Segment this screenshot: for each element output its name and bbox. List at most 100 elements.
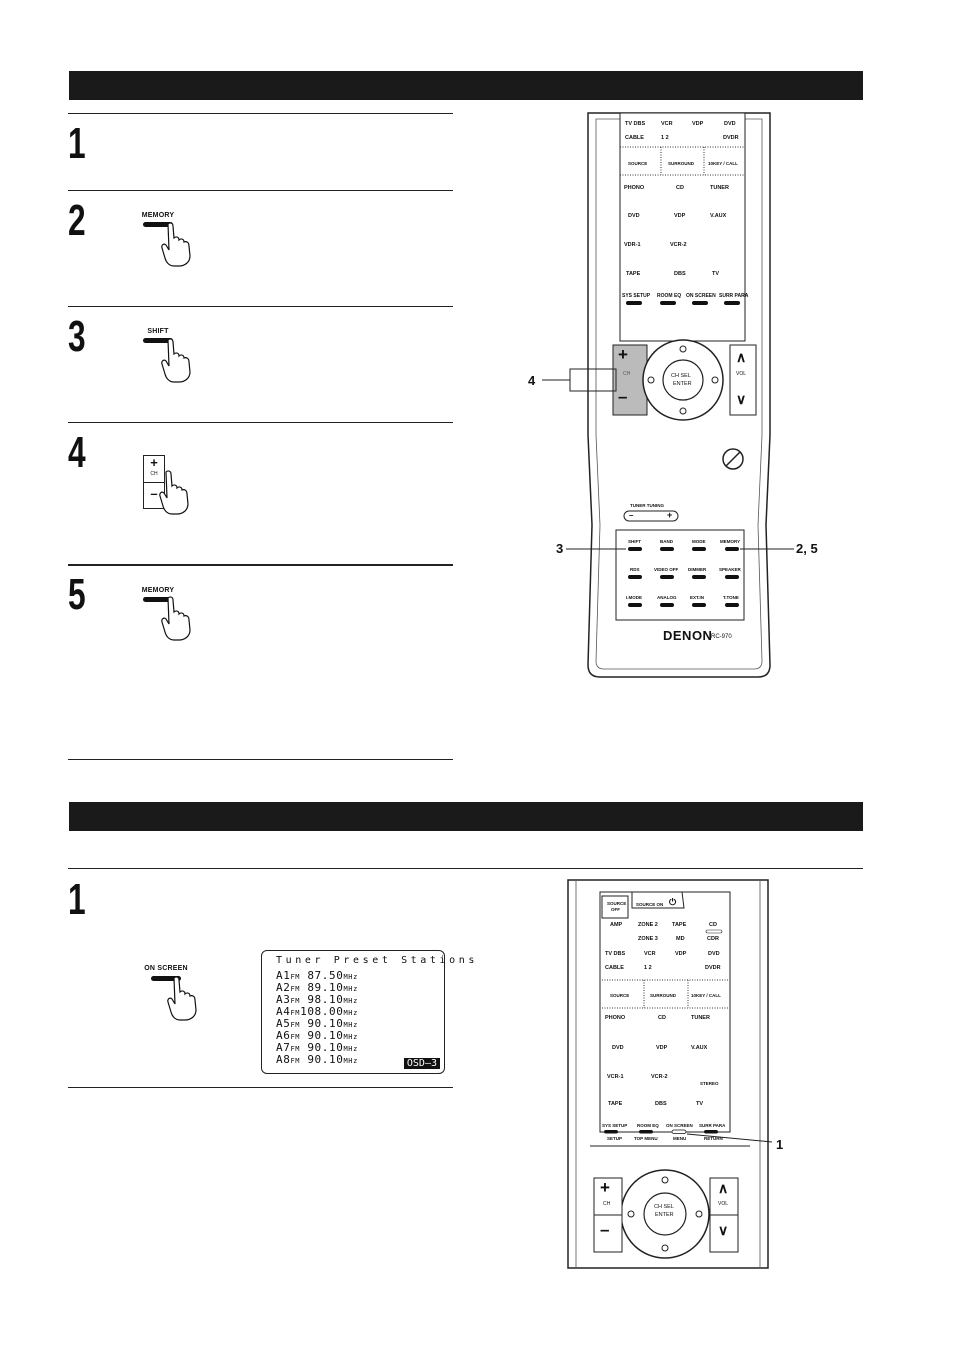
vol-up-button[interactable]: ∧ [718, 1180, 729, 1196]
source-label: VDP [692, 121, 704, 127]
step-number: 1 [68, 875, 86, 924]
callout-shift: 3 [556, 541, 564, 556]
hand-press-icon [161, 222, 191, 267]
osd-row: A4FM108.00MHz [276, 1005, 358, 1018]
enter-button[interactable]: ENTER [673, 381, 692, 387]
vol-down-button[interactable]: ∨ [736, 391, 747, 407]
brand-logo: DENON [663, 628, 713, 643]
setup-label: ON SCREEN [686, 293, 716, 299]
tuning-minus-button[interactable]: – [629, 511, 634, 520]
source-label: DVD [724, 121, 736, 127]
osd-title: Tuner Preset Stations [276, 955, 479, 966]
source-label: CABLE [605, 965, 624, 971]
grid-label: TAPE [608, 1101, 623, 1107]
grid-label: DVD [628, 213, 640, 219]
on-screen-button-label: ON SCREEN [144, 965, 188, 972]
source-label: DVDR [705, 965, 721, 971]
source-label: 1 2 [661, 135, 669, 141]
step-number: 4 [68, 428, 86, 477]
zone-label: TAPE [672, 922, 687, 928]
ch-key-label: CH [150, 471, 158, 477]
source-label: TV DBS [605, 951, 626, 957]
ch-minus-button[interactable]: – [618, 387, 628, 406]
ch-plus-key[interactable]: + [150, 455, 158, 470]
osd-row: A8FM 90.10MHz [276, 1053, 358, 1066]
grid-label: TV [712, 271, 720, 277]
mode-label: SOURCE [628, 161, 648, 166]
source-off-tab[interactable]: OFF [611, 907, 620, 912]
step-number: 1 [68, 119, 86, 168]
grid-label: CD [658, 1015, 666, 1021]
osd-row: A1FM 87.50MHz [276, 969, 358, 982]
source-label: DVDR [723, 135, 739, 141]
setup-sub-label: SETUP [607, 1136, 623, 1141]
func-label: T.TONE [723, 595, 739, 600]
ch-label: CH [603, 1201, 611, 1207]
osd-screen: Tuner Preset Stations A1FM 87.50MHz A2FM… [261, 950, 474, 1074]
remote-control-illustration [542, 112, 794, 678]
section-header-bar-2 [69, 802, 863, 831]
divider [68, 306, 453, 307]
shift-button[interactable] [143, 338, 173, 343]
divider [68, 113, 453, 114]
osd-row: A2FM 89.10MHz [276, 981, 358, 994]
vol-down-button[interactable]: ∨ [718, 1222, 729, 1238]
grid-label: PHONO [624, 185, 645, 191]
section-header-bar-1 [69, 71, 863, 100]
setup-sub-label: MENU [673, 1136, 687, 1141]
ch-sel-label: CH SEL [654, 1204, 674, 1210]
setup-label: ROOM EQ [657, 293, 682, 299]
hand-press-icon [167, 976, 197, 1021]
memory-button[interactable] [143, 597, 173, 602]
step-number: 3 [68, 312, 86, 361]
zone-label: AMP [610, 922, 623, 928]
shift-button-label: SHIFT [147, 328, 169, 335]
source-label: VCR [661, 121, 673, 127]
hand-press-icon [161, 596, 191, 641]
memory-button-label: MEMORY [141, 212, 175, 219]
grid-label: VDR-1 [624, 242, 641, 248]
source-label: TV DBS [625, 121, 646, 127]
source-label: VCR [644, 951, 656, 957]
ch-minus-key[interactable]: – [150, 486, 158, 501]
grid-label: PHONO [605, 1015, 626, 1021]
func-label: RDS [630, 567, 640, 572]
func-label: MEMORY [720, 539, 741, 544]
zone-label: CDR [707, 936, 719, 942]
mode-label: 10KEY / CALL [691, 993, 721, 998]
func-label: SHIFT [628, 539, 641, 544]
setup-sub-label: TOP MENU [634, 1136, 658, 1141]
source-label: 1 2 [644, 965, 652, 971]
step-number: 5 [68, 570, 86, 619]
divider [68, 190, 453, 191]
divider [68, 564, 453, 566]
ch-minus-button[interactable]: – [600, 1220, 610, 1239]
on-screen-button[interactable] [151, 976, 181, 981]
osd-page-badge: OSD–3 [403, 1058, 440, 1069]
grid-label: V.AUX [710, 213, 727, 219]
func-label: VIDEO OFF [654, 567, 679, 572]
grid-label: V.AUX [691, 1045, 708, 1051]
setup-label: SURR PARA [719, 293, 749, 299]
func-label: DIMMER [688, 567, 707, 572]
ch-plus-button[interactable]: + [618, 345, 628, 364]
grid-label: DBS [674, 271, 686, 277]
remote-2-labels: SOURCE OFF SOURCE ON ⏻ AMP ZONE 2 TAPE C… [540, 878, 800, 1274]
source-off-tab[interactable]: SOURCE [607, 901, 627, 906]
tuning-plus-button[interactable]: + [667, 510, 673, 520]
vol-up-button[interactable]: ∧ [736, 349, 747, 365]
power-icon: ⏻ [669, 897, 677, 907]
ch-key-illustration[interactable]: + CH – [143, 455, 165, 509]
ch-plus-button[interactable]: + [600, 1178, 610, 1197]
func-label: SPEAKER [719, 567, 741, 572]
zone-label: MD [676, 936, 685, 942]
source-label: CABLE [625, 135, 644, 141]
source-on-tab[interactable]: SOURCE ON [636, 902, 664, 907]
setup-label: SYS SETUP [622, 293, 651, 299]
enter-button[interactable]: ENTER [655, 1212, 674, 1218]
memory-button[interactable] [143, 222, 173, 227]
vol-label: VOL [718, 1201, 729, 1207]
func-label: BAND [660, 539, 673, 544]
tuning-label: TUNER TUNING [630, 503, 664, 508]
grid-label: CD [676, 185, 684, 191]
